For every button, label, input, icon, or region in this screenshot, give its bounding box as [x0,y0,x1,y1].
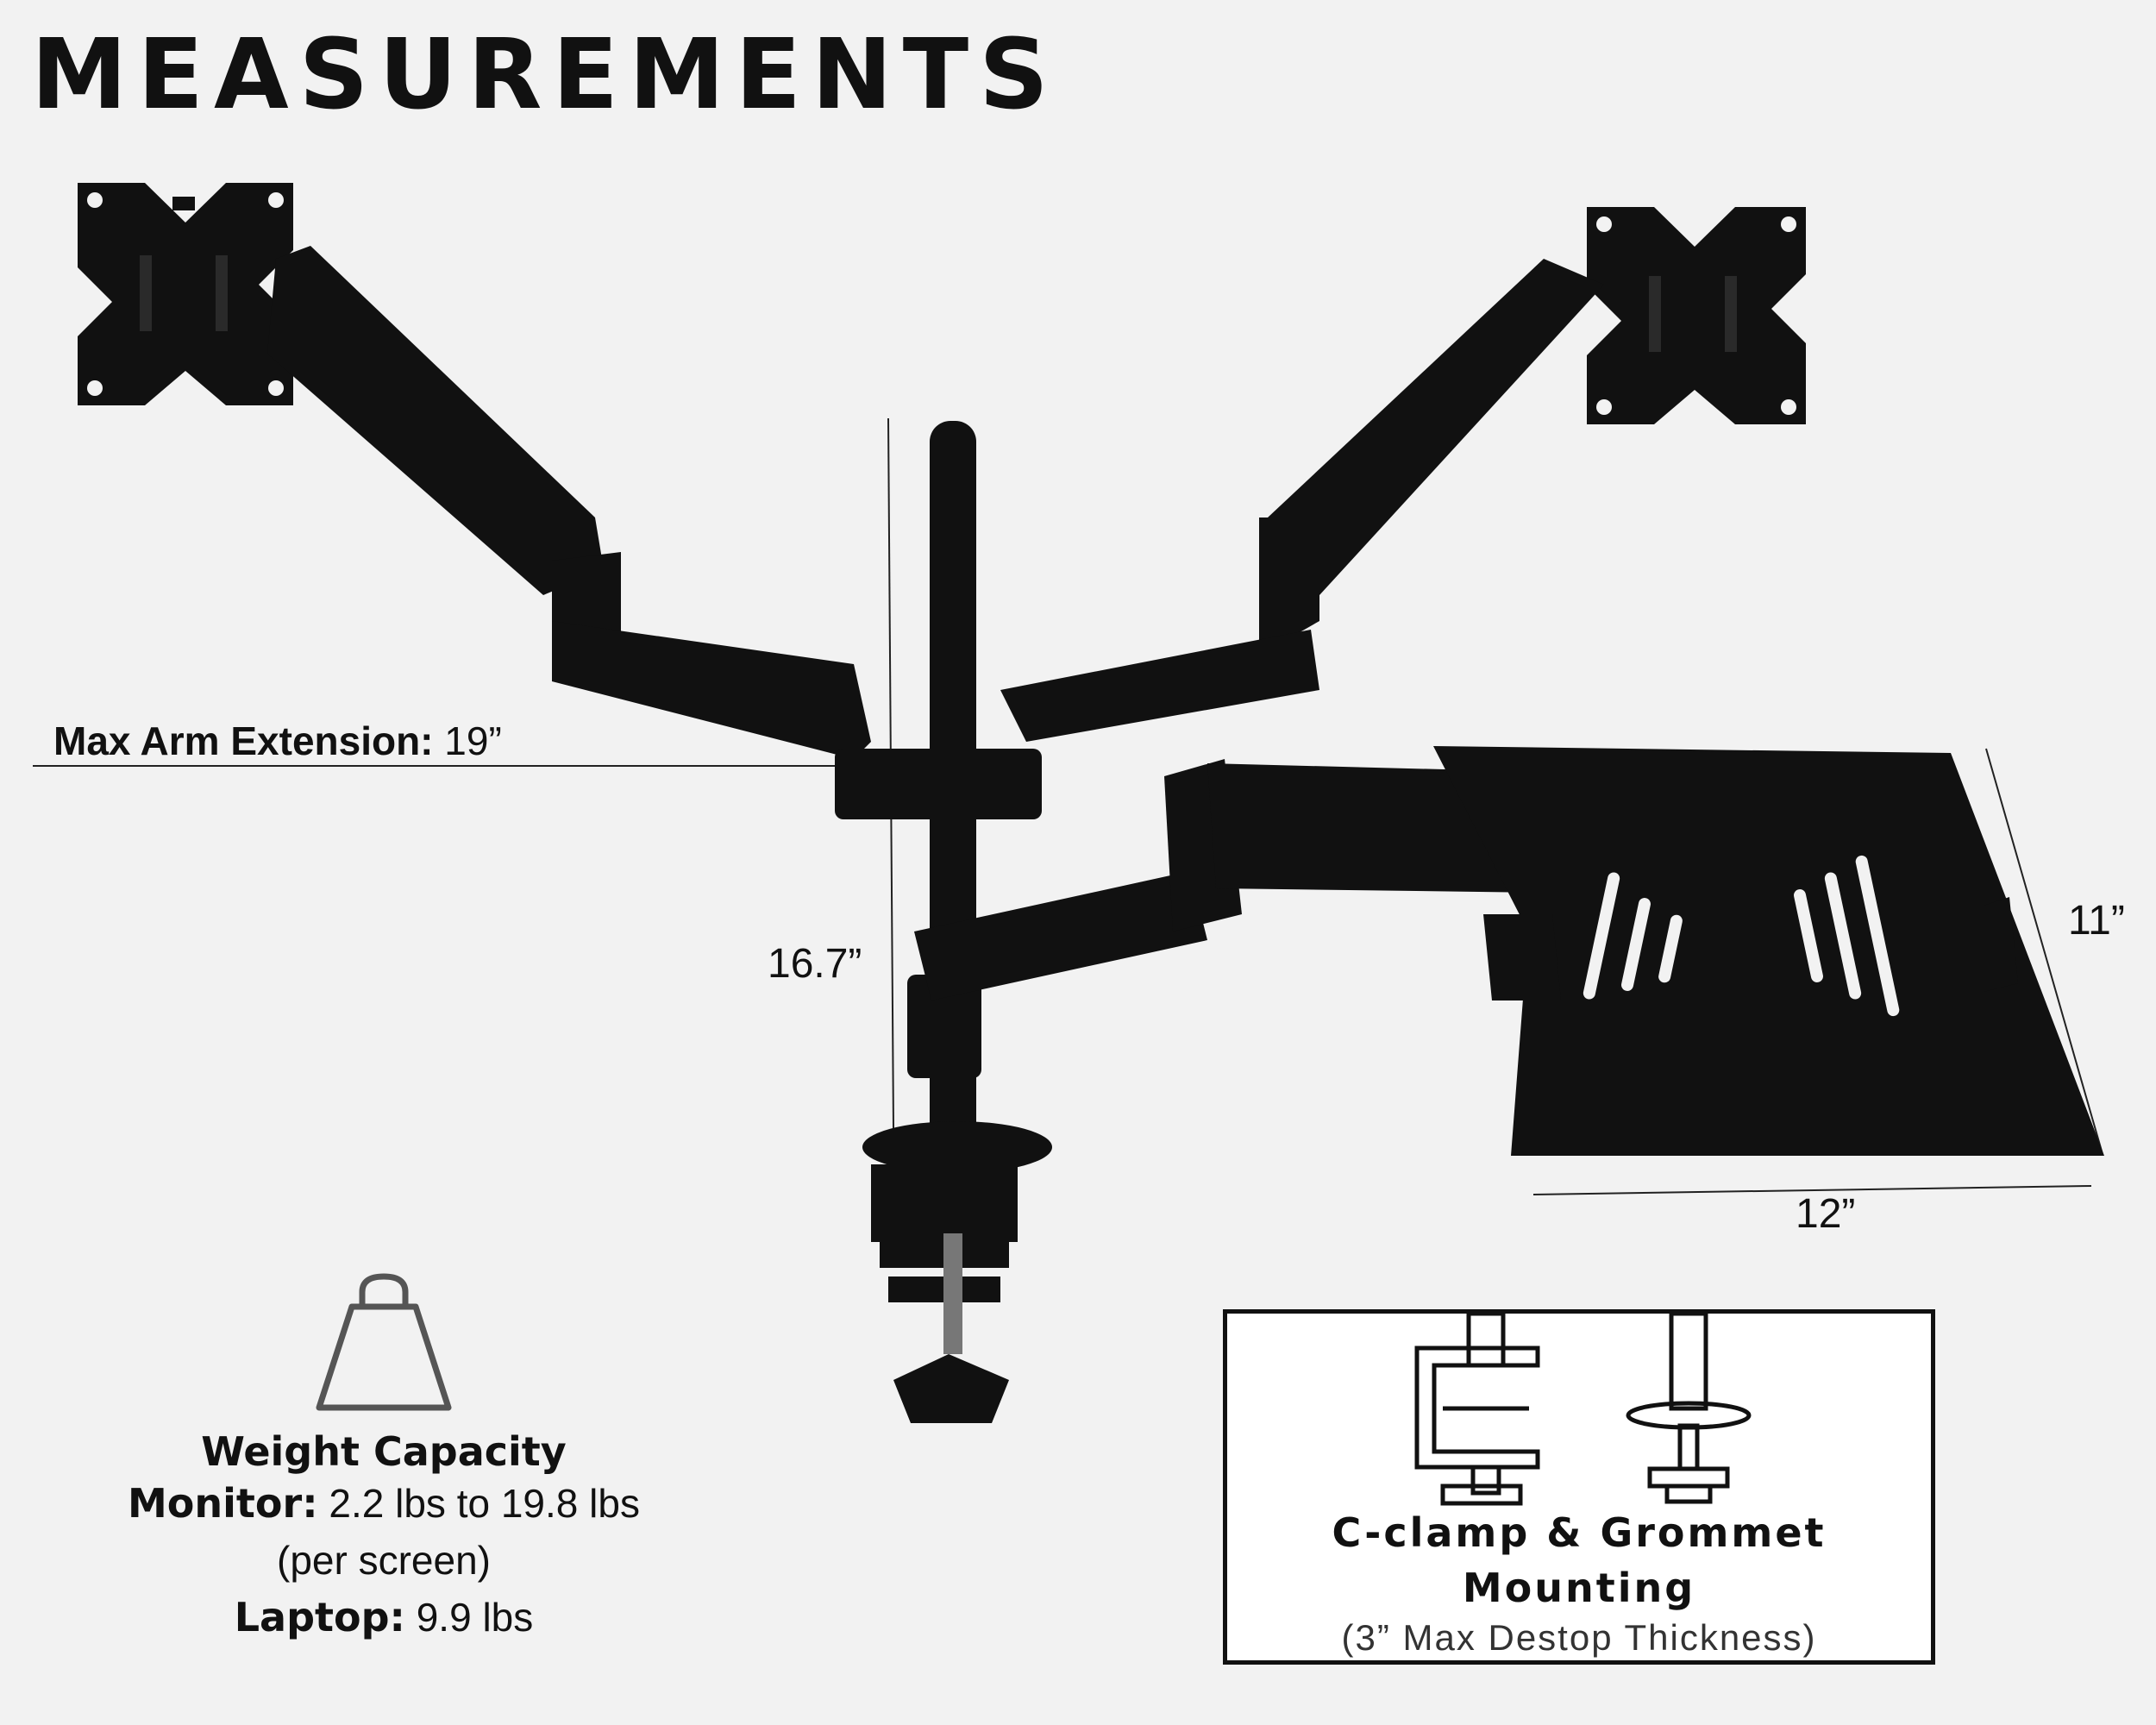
mounting-title-line2: Mounting [1462,1565,1696,1611]
max-arm-extension-value: 19” [444,718,502,763]
left-arm [267,246,871,759]
right-vesa-plate [1587,207,1806,424]
max-arm-extension-key: Max Arm Extension: [53,718,434,763]
tray-depth-label: 11” [2068,898,2125,944]
laptop-capacity-key: Laptop: [234,1594,405,1640]
mounting-options-box: C-clamp & Grommet Mounting (3” Max Desto… [1223,1309,1935,1665]
page-title: MEASUREMENTS [31,19,1059,131]
monitor-capacity-value: 2.2 lbs to 19.8 lbs [329,1481,640,1526]
weight-capacity-section: Weight Capacity Monitor: 2.2 lbs to 19.8… [52,1268,716,1646]
mounting-title: C-clamp & Grommet Mounting [1227,1505,1931,1615]
desk-clamp [862,1121,1052,1423]
mounting-illustrations [1414,1314,1752,1506]
weight-capacity-title: Weight Capacity [201,1428,567,1475]
tray-width-label: 12” [1796,1191,1856,1237]
max-arm-extension-label: Max Arm Extension: 19” [53,718,502,764]
laptop-tray [1433,746,2104,1156]
laptop-capacity-value: 9.9 lbs [416,1595,534,1640]
laptop-capacity-line: Laptop: 9.9 lbs [52,1589,716,1646]
monitor-capacity-key: Monitor: [128,1480,318,1527]
c-clamp-icon [1414,1314,1540,1506]
pole [835,421,1042,1163]
mounting-subtitle: (3” Max Destop Thickness) [1341,1617,1817,1658]
per-screen-note: (per screen) [277,1538,491,1583]
mounting-title-line1: C-clamp & Grommet [1332,1509,1827,1556]
monitor-capacity-line: Monitor: 2.2 lbs to 19.8 lbs [52,1475,716,1532]
grommet-icon [1626,1314,1752,1504]
height-dimension-label: 16.7” [768,941,862,987]
left-vesa-plate [78,183,293,405]
weight-icon [316,1273,452,1411]
right-arm [1000,259,1604,742]
